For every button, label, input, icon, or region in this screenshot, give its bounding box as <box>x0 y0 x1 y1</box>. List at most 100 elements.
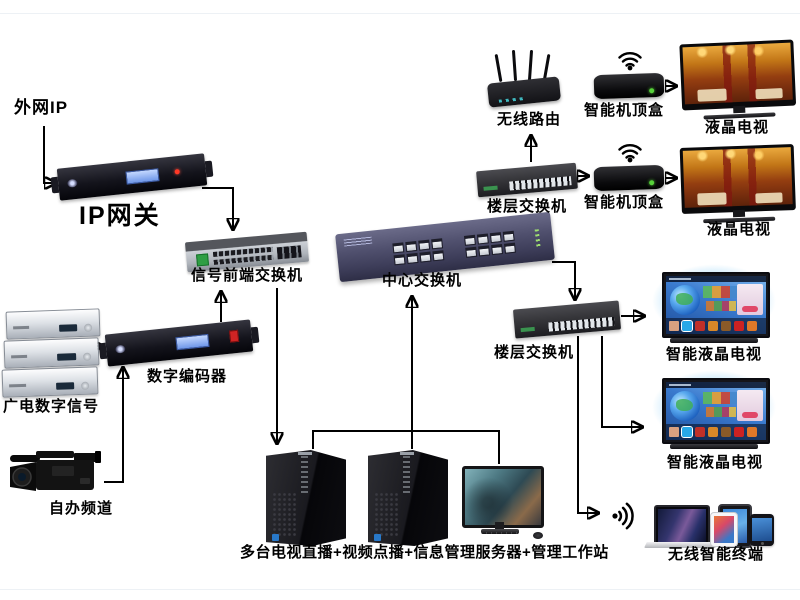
tv-bezel <box>679 39 797 111</box>
wifi-icon <box>618 144 642 163</box>
floor-switch-right-label: 楼层交换机 <box>494 344 575 361</box>
wire-centerswitch-floorswitch2 <box>552 261 575 299</box>
floor-switch-top-label: 楼层交换机 <box>487 198 568 215</box>
sfp-ports-icon <box>276 245 302 260</box>
laptop-base <box>644 542 716 548</box>
wire-floorswitch2-terminal <box>577 336 598 513</box>
device-logo-icon <box>483 185 498 191</box>
receiver-knob-icon <box>81 381 90 390</box>
server-button-strip <box>298 451 313 455</box>
side-panel <box>737 284 763 315</box>
room-furniture-shape <box>755 192 783 204</box>
server-tower-device <box>368 450 448 546</box>
tv-bezel <box>679 144 796 214</box>
laptop-wallpaper <box>658 509 706 542</box>
digital-encoder-label: 数字编码器 <box>147 368 228 385</box>
smart-stb-top-device <box>593 72 665 100</box>
wireless-router-device <box>486 76 562 108</box>
room-furniture-shape <box>755 88 784 100</box>
floor-switch-top-device <box>476 162 578 198</box>
power-button-icon <box>228 329 240 343</box>
antenna-icon <box>494 53 503 83</box>
device-logo-icon <box>114 344 126 354</box>
tv-bezel <box>662 272 770 338</box>
lcd-tv-top-device <box>679 39 797 123</box>
page-top-divider <box>0 13 800 14</box>
status-leds-icon <box>534 229 541 248</box>
floor-switch-right-device <box>512 300 622 339</box>
thumbnail-tiles <box>706 301 736 311</box>
lcd-display-icon <box>175 333 210 350</box>
app-icon-row <box>666 318 766 334</box>
thumbnail-tiles <box>703 392 738 404</box>
wifi-icon <box>618 52 642 71</box>
wire-externalip-gateway <box>43 126 55 183</box>
smart-lcd-tv-1-device <box>650 264 778 348</box>
globe-graphic <box>670 285 700 315</box>
keyboard-icon <box>466 532 526 541</box>
room-furniture-shape <box>697 192 727 206</box>
app-icon-row <box>666 424 766 440</box>
device-logo-icon <box>10 355 28 359</box>
port-row-icon <box>213 254 274 265</box>
screen-topbar <box>666 276 766 282</box>
tv-stand-neck <box>733 105 746 114</box>
device-brand-icon <box>343 236 373 247</box>
port-row-icon <box>548 316 615 332</box>
smart-stb-bottom-device <box>593 164 665 192</box>
receiver-knob-icon <box>83 323 92 332</box>
device-logo-icon <box>12 326 30 330</box>
globe-graphic <box>670 391 700 421</box>
monitor-stand-base <box>481 529 519 534</box>
status-led-icon <box>649 180 655 186</box>
device-logo-icon <box>66 178 78 188</box>
terminal-block-icon <box>196 253 210 267</box>
port-group-icon <box>463 230 516 258</box>
workstation-monitor-device <box>462 466 544 528</box>
tv-stand-base <box>670 338 758 343</box>
ip-gateway-label: IP网关 <box>79 202 161 230</box>
receiver-knob-icon <box>82 352 91 361</box>
thumbnail-tiles <box>703 286 738 298</box>
server-tower-device <box>266 450 346 546</box>
tv-screen <box>682 147 793 208</box>
wireless-router-label: 无线路由 <box>497 111 562 128</box>
camcorder-icon <box>10 451 101 491</box>
wifi-emit-icon <box>612 502 634 530</box>
lcd-tv-bottom-device <box>679 144 797 226</box>
smart-stb-top-label: 智能机顶盒 <box>584 102 665 119</box>
thumbnail-tiles <box>706 407 736 417</box>
mouse-icon <box>533 532 543 539</box>
drive-bays-icon <box>301 455 309 497</box>
wireless-terminal-label: 无线智能终端 <box>668 546 765 563</box>
smartphone-icon <box>750 514 774 546</box>
rack-ear-icon <box>204 160 214 178</box>
broadcast-receiver-device <box>3 337 100 369</box>
brand-badge-icon <box>373 534 381 542</box>
port-group-icon <box>392 238 445 266</box>
rack-ear-icon <box>98 342 108 360</box>
lcd-display-icon <box>125 167 160 185</box>
external-ip-label: 外网IP <box>14 98 69 117</box>
frontend-switch-label: 信号前端交换机 <box>191 267 304 284</box>
tv-stand-neck <box>732 209 746 218</box>
laptop-screen <box>654 505 710 544</box>
receiver-display-icon <box>58 323 78 333</box>
broadcast-receiver-device <box>5 308 101 340</box>
receiver-display-icon <box>55 381 75 391</box>
monitor-screen <box>465 469 541 525</box>
drive-bays-icon <box>403 455 411 497</box>
tv-stand-base <box>670 444 758 449</box>
tablet-icon <box>710 512 738 547</box>
center-switch-label: 中心交换机 <box>382 272 463 289</box>
power-led-icon <box>174 169 180 175</box>
broadcast-signal-label: 广电数字信号 <box>3 398 100 415</box>
brand-badge-icon <box>271 534 279 542</box>
side-panel <box>737 390 763 421</box>
rack-ear-icon <box>250 326 260 344</box>
smart-stb-bottom-label: 智能机顶盒 <box>584 194 665 211</box>
tv-bezel <box>662 378 770 444</box>
lcd-tv-top-label: 液晶电视 <box>705 119 770 136</box>
smart-lcd-tv-2-label: 智能液晶电视 <box>667 454 764 471</box>
